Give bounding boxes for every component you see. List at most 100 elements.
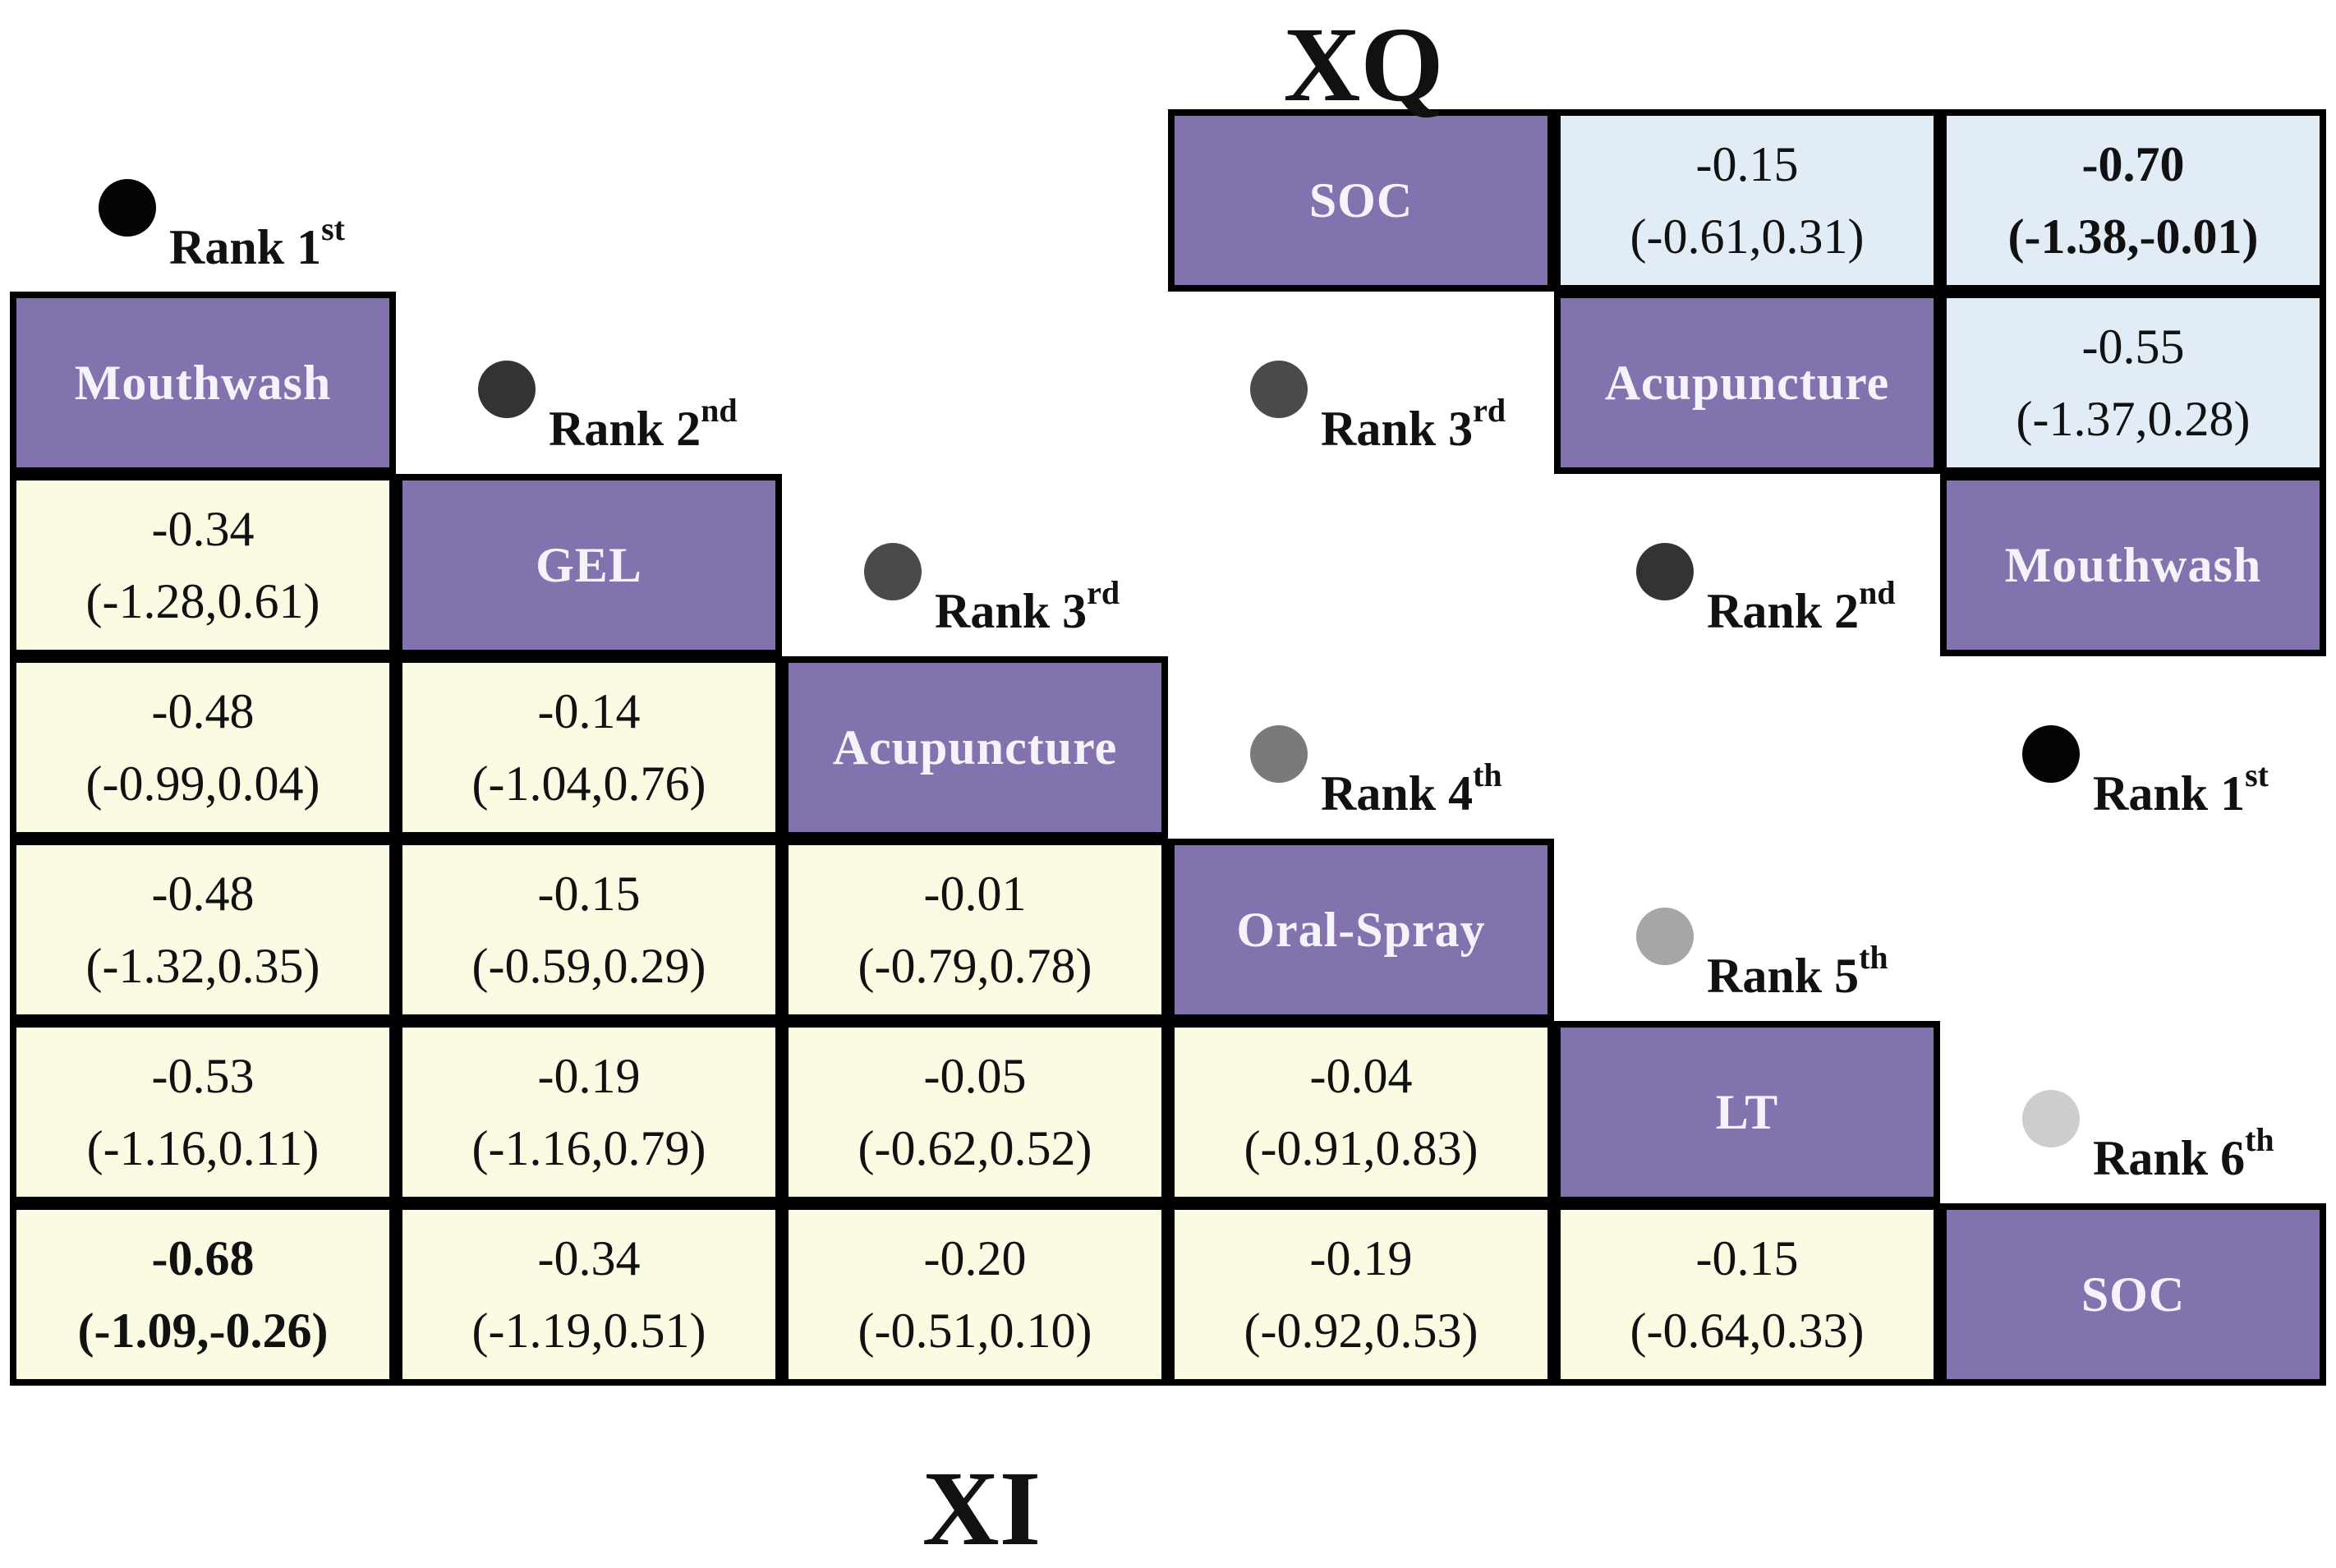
confidence-interval: (-1.28,0.61) [85, 574, 320, 628]
rank-suffix: th [1859, 939, 1888, 976]
rank-word: Rank [935, 584, 1051, 638]
confidence-interval: (-0.99,0.04) [85, 756, 320, 811]
rank-word: Rank [2093, 766, 2209, 821]
rank-suffix: nd [1859, 574, 1896, 611]
rank-dot-icon [478, 361, 536, 418]
comparison-cell: -0.53 (-1.16,0.11) [10, 1021, 396, 1203]
confidence-interval: (-1.09,-0.26) [77, 1304, 329, 1358]
confidence-interval: (-1.16,0.11) [86, 1121, 320, 1175]
rank-text: Rank 5th [1707, 936, 1888, 1005]
rank-label: Rank 5th [1636, 908, 1888, 1005]
comparison-cell: -0.01 (-0.79,0.78) [782, 839, 1168, 1021]
rank-suffix: th [1473, 756, 1502, 793]
effect-estimate: -0.14 [537, 684, 641, 738]
effect-estimate: -0.19 [1309, 1231, 1413, 1285]
effect-estimate: -0.48 [151, 867, 255, 921]
effect-estimate: -0.53 [151, 1049, 255, 1103]
rank-suffix: st [321, 210, 345, 247]
comparison-cell: -0.15(-0.61,0.31) [1554, 109, 1940, 292]
treatment-cell: LT [1554, 1021, 1940, 1203]
rank-dot-icon [864, 543, 922, 600]
effect-estimate: -0.15 [1695, 1231, 1799, 1285]
rank-suffix: rd [1087, 574, 1120, 611]
rank-number: 5 [1834, 949, 1860, 1003]
treatment-cell: GEL [396, 474, 782, 656]
rank-text: Rank 2nd [1707, 571, 1896, 640]
rank-text: Rank 1st [169, 207, 345, 276]
rank-dot-icon [1636, 543, 1694, 600]
confidence-interval: (-1.38,-0.01) [2007, 209, 2259, 264]
effect-estimate: -0.04 [1309, 1049, 1413, 1103]
rank-text: Rank 3rd [935, 571, 1120, 640]
rank-word: Rank [2093, 1131, 2209, 1185]
treatment-cell: Mouthwash [10, 292, 396, 474]
effect-estimate: -0.19 [537, 1049, 641, 1103]
treatment-cell: Oral-Spray [1168, 839, 1554, 1021]
effect-estimate: -0.70 [2081, 137, 2185, 191]
rank-word: Rank [1707, 584, 1823, 638]
effect-estimate: -0.55 [2081, 320, 2185, 374]
confidence-interval: (-0.62,0.52) [858, 1121, 1092, 1175]
rank-text: Rank 2nd [549, 389, 738, 458]
rank-dot-icon [2022, 725, 2080, 783]
comparison-cell: -0.48 (-0.99,0.04) [10, 656, 396, 839]
effect-estimate: -0.48 [151, 684, 255, 738]
rank-dot-icon [2022, 1090, 2080, 1147]
comparison-cell: -0.19 (-1.16,0.79) [396, 1021, 782, 1203]
rank-label: Rank 1st [2022, 725, 2269, 822]
comparison-cell: -0.68(-1.09,-0.26) [10, 1203, 396, 1386]
confidence-interval: (-0.61,0.31) [1630, 209, 1865, 264]
treatment-cell: Mouthwash [1940, 474, 2326, 656]
confidence-interval: (-1.16,0.79) [471, 1121, 706, 1175]
rank-number: 2 [1834, 584, 1860, 638]
confidence-interval: (-1.37,0.28) [2016, 392, 2251, 446]
rank-number: 3 [1448, 402, 1474, 456]
confidence-interval: (-0.79,0.78) [858, 939, 1092, 993]
comparison-cell: -0.34 (-1.28,0.61) [10, 474, 396, 656]
rank-dot-icon [1636, 908, 1694, 965]
rank-text: Rank 4th [1321, 753, 1502, 822]
rank-label: Rank 3rd [864, 543, 1120, 640]
effect-estimate: -0.34 [151, 502, 255, 556]
rank-dot-icon [99, 179, 156, 237]
rank-suffix: st [2245, 756, 2269, 793]
effect-estimate: -0.20 [923, 1231, 1027, 1285]
rank-word: Rank [1321, 766, 1437, 821]
rank-word: Rank [1707, 949, 1823, 1003]
confidence-interval: (-1.19,0.51) [471, 1304, 706, 1358]
comparison-cell: -0.34(-1.19,0.51) [396, 1203, 782, 1386]
rank-label: Rank 1st [99, 179, 345, 276]
xi-label: XI [922, 1450, 1042, 1568]
rank-label: Rank 2nd [478, 361, 738, 458]
xq-label: XQ [1283, 6, 1444, 124]
rank-number: 3 [1062, 584, 1088, 638]
comparison-cell: -0.55 (-1.37,0.28) [1940, 292, 2326, 474]
comparison-cell: -0.05(-0.62,0.52) [782, 1021, 1168, 1203]
rank-label: Rank 3rd [1250, 361, 1506, 458]
rank-label: Rank 4th [1250, 725, 1502, 822]
treatment-cell: Acupuncture [782, 656, 1168, 839]
rank-number: 1 [2220, 766, 2246, 821]
rank-text: Rank 3rd [1321, 389, 1506, 458]
confidence-interval: (-1.32,0.35) [85, 939, 320, 993]
comparison-cell: -0.70 (-1.38,-0.01) [1940, 109, 2326, 292]
rank-number: 2 [676, 402, 701, 456]
rank-word: Rank [169, 220, 285, 274]
treatment-cell: SOC [1940, 1203, 2326, 1386]
comparison-cell: -0.20(-0.51,0.10) [782, 1203, 1168, 1386]
confidence-interval: (-0.59,0.29) [471, 939, 706, 993]
effect-estimate: -0.01 [923, 867, 1027, 921]
confidence-interval: (-1.04,0.76) [471, 756, 706, 811]
rank-dot-icon [1250, 361, 1308, 418]
rank-suffix: rd [1473, 392, 1506, 429]
confidence-interval: (-0.64,0.33) [1630, 1304, 1865, 1358]
rank-text: Rank 6th [2093, 1118, 2274, 1187]
effect-estimate: -0.15 [537, 867, 641, 921]
rank-label: Rank 6th [2022, 1090, 2274, 1187]
comparison-cell: -0.04(-0.91,0.83) [1168, 1021, 1554, 1203]
treatment-cell: Acupuncture [1554, 292, 1940, 474]
rank-word: Rank [549, 402, 664, 456]
comparison-cell: -0.15 (-0.64,0.33) [1554, 1203, 1940, 1386]
comparison-cell: -0.15 (-0.59,0.29) [396, 839, 782, 1021]
treatment-cell: SOC [1168, 109, 1554, 292]
